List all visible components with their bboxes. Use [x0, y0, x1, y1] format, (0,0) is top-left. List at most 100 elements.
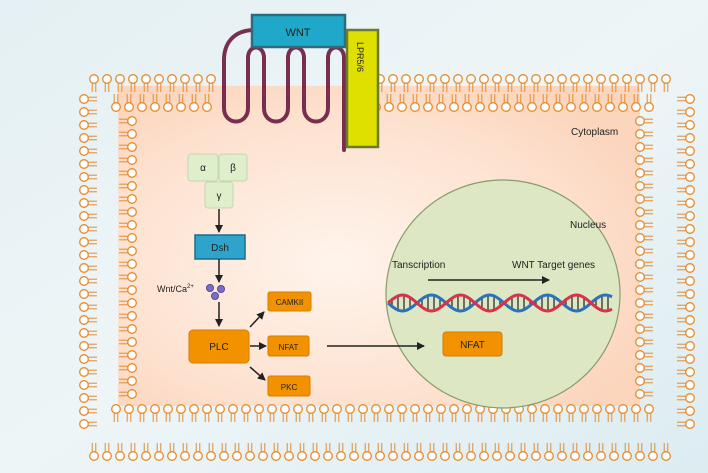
lipid — [596, 443, 606, 461]
lipid — [492, 443, 502, 461]
lipid — [202, 404, 212, 422]
target-genes-label: WNT Target genes — [512, 260, 595, 271]
lipid — [297, 443, 307, 461]
lipid — [119, 363, 137, 373]
lipid — [635, 246, 653, 256]
lipid — [596, 74, 606, 92]
lipid — [592, 94, 602, 112]
lipid — [397, 94, 407, 112]
lipid — [167, 74, 177, 92]
lipid — [579, 404, 589, 422]
lipid — [677, 263, 695, 273]
lipid — [635, 259, 653, 269]
lipid — [79, 367, 97, 377]
cytoplasm-label: Cytoplasm — [571, 127, 618, 138]
lipid — [362, 443, 372, 461]
lipid — [119, 129, 137, 139]
lipid — [644, 404, 654, 422]
lipid — [89, 74, 99, 92]
lipid — [466, 74, 476, 92]
lipid — [440, 443, 450, 461]
lipid — [102, 443, 112, 461]
lipid — [661, 74, 671, 92]
dna-strand — [387, 293, 613, 313]
lipid — [557, 74, 567, 92]
lipid — [163, 404, 173, 422]
lipid — [677, 315, 695, 325]
lipid — [79, 237, 97, 247]
lipid — [119, 298, 137, 308]
lipid — [644, 94, 654, 112]
lipid — [531, 443, 541, 461]
lipid — [79, 341, 97, 351]
lipid — [635, 220, 653, 230]
lipid — [119, 259, 137, 269]
lipid — [505, 443, 515, 461]
lipid — [119, 272, 137, 282]
lipid — [128, 443, 138, 461]
lpr-label: LPR5/6 — [355, 42, 365, 72]
lipid — [310, 443, 320, 461]
lipid — [570, 443, 580, 461]
lipid — [635, 74, 645, 92]
lipid — [119, 181, 137, 191]
lipid — [79, 419, 97, 429]
lipid — [79, 354, 97, 364]
lipid — [531, 74, 541, 92]
lipid — [154, 74, 164, 92]
lipid — [79, 289, 97, 299]
lipid — [119, 324, 137, 334]
lipid — [410, 404, 420, 422]
lipid — [436, 404, 446, 422]
lipid — [635, 298, 653, 308]
lipid — [150, 94, 160, 112]
nfat-nucleus-label: NFAT — [460, 340, 485, 351]
lipid — [401, 443, 411, 461]
lipid — [514, 94, 524, 112]
lipid — [635, 311, 653, 321]
g-gamma-box — [204, 181, 234, 209]
lipid — [677, 211, 695, 221]
lipid — [124, 404, 134, 422]
arrow-plc-to-pkc — [249, 366, 266, 381]
lipid — [544, 443, 554, 461]
lipid — [553, 94, 563, 112]
lipid — [466, 443, 476, 461]
lipid — [557, 443, 567, 461]
lipid — [631, 404, 641, 422]
lipid — [527, 94, 537, 112]
lipid — [79, 250, 97, 260]
lipid — [232, 443, 242, 461]
lipid — [119, 376, 137, 386]
lipid — [635, 363, 653, 373]
lipid — [79, 172, 97, 182]
lipid — [245, 443, 255, 461]
plc-label: PLC — [209, 342, 228, 353]
lipid — [635, 233, 653, 243]
lipid — [163, 94, 173, 112]
lipid — [449, 404, 459, 422]
lipid — [479, 443, 489, 461]
lipid — [349, 443, 359, 461]
dsh-box — [194, 234, 246, 260]
lipid — [124, 94, 134, 112]
g-gamma-label: γ — [217, 191, 222, 202]
lipid — [605, 404, 615, 422]
lipid — [137, 94, 147, 112]
lipid — [388, 443, 398, 461]
lipid — [518, 443, 528, 461]
lipid — [284, 443, 294, 461]
lipid — [79, 107, 97, 117]
lipid — [102, 74, 112, 92]
lipid — [635, 337, 653, 347]
lipid — [180, 74, 190, 92]
lipid — [544, 74, 554, 92]
lipid — [677, 276, 695, 286]
lipid — [79, 380, 97, 390]
lipid — [119, 207, 137, 217]
lipid — [622, 443, 632, 461]
lipid — [176, 404, 186, 422]
lipid — [635, 350, 653, 360]
lipid — [79, 94, 97, 104]
